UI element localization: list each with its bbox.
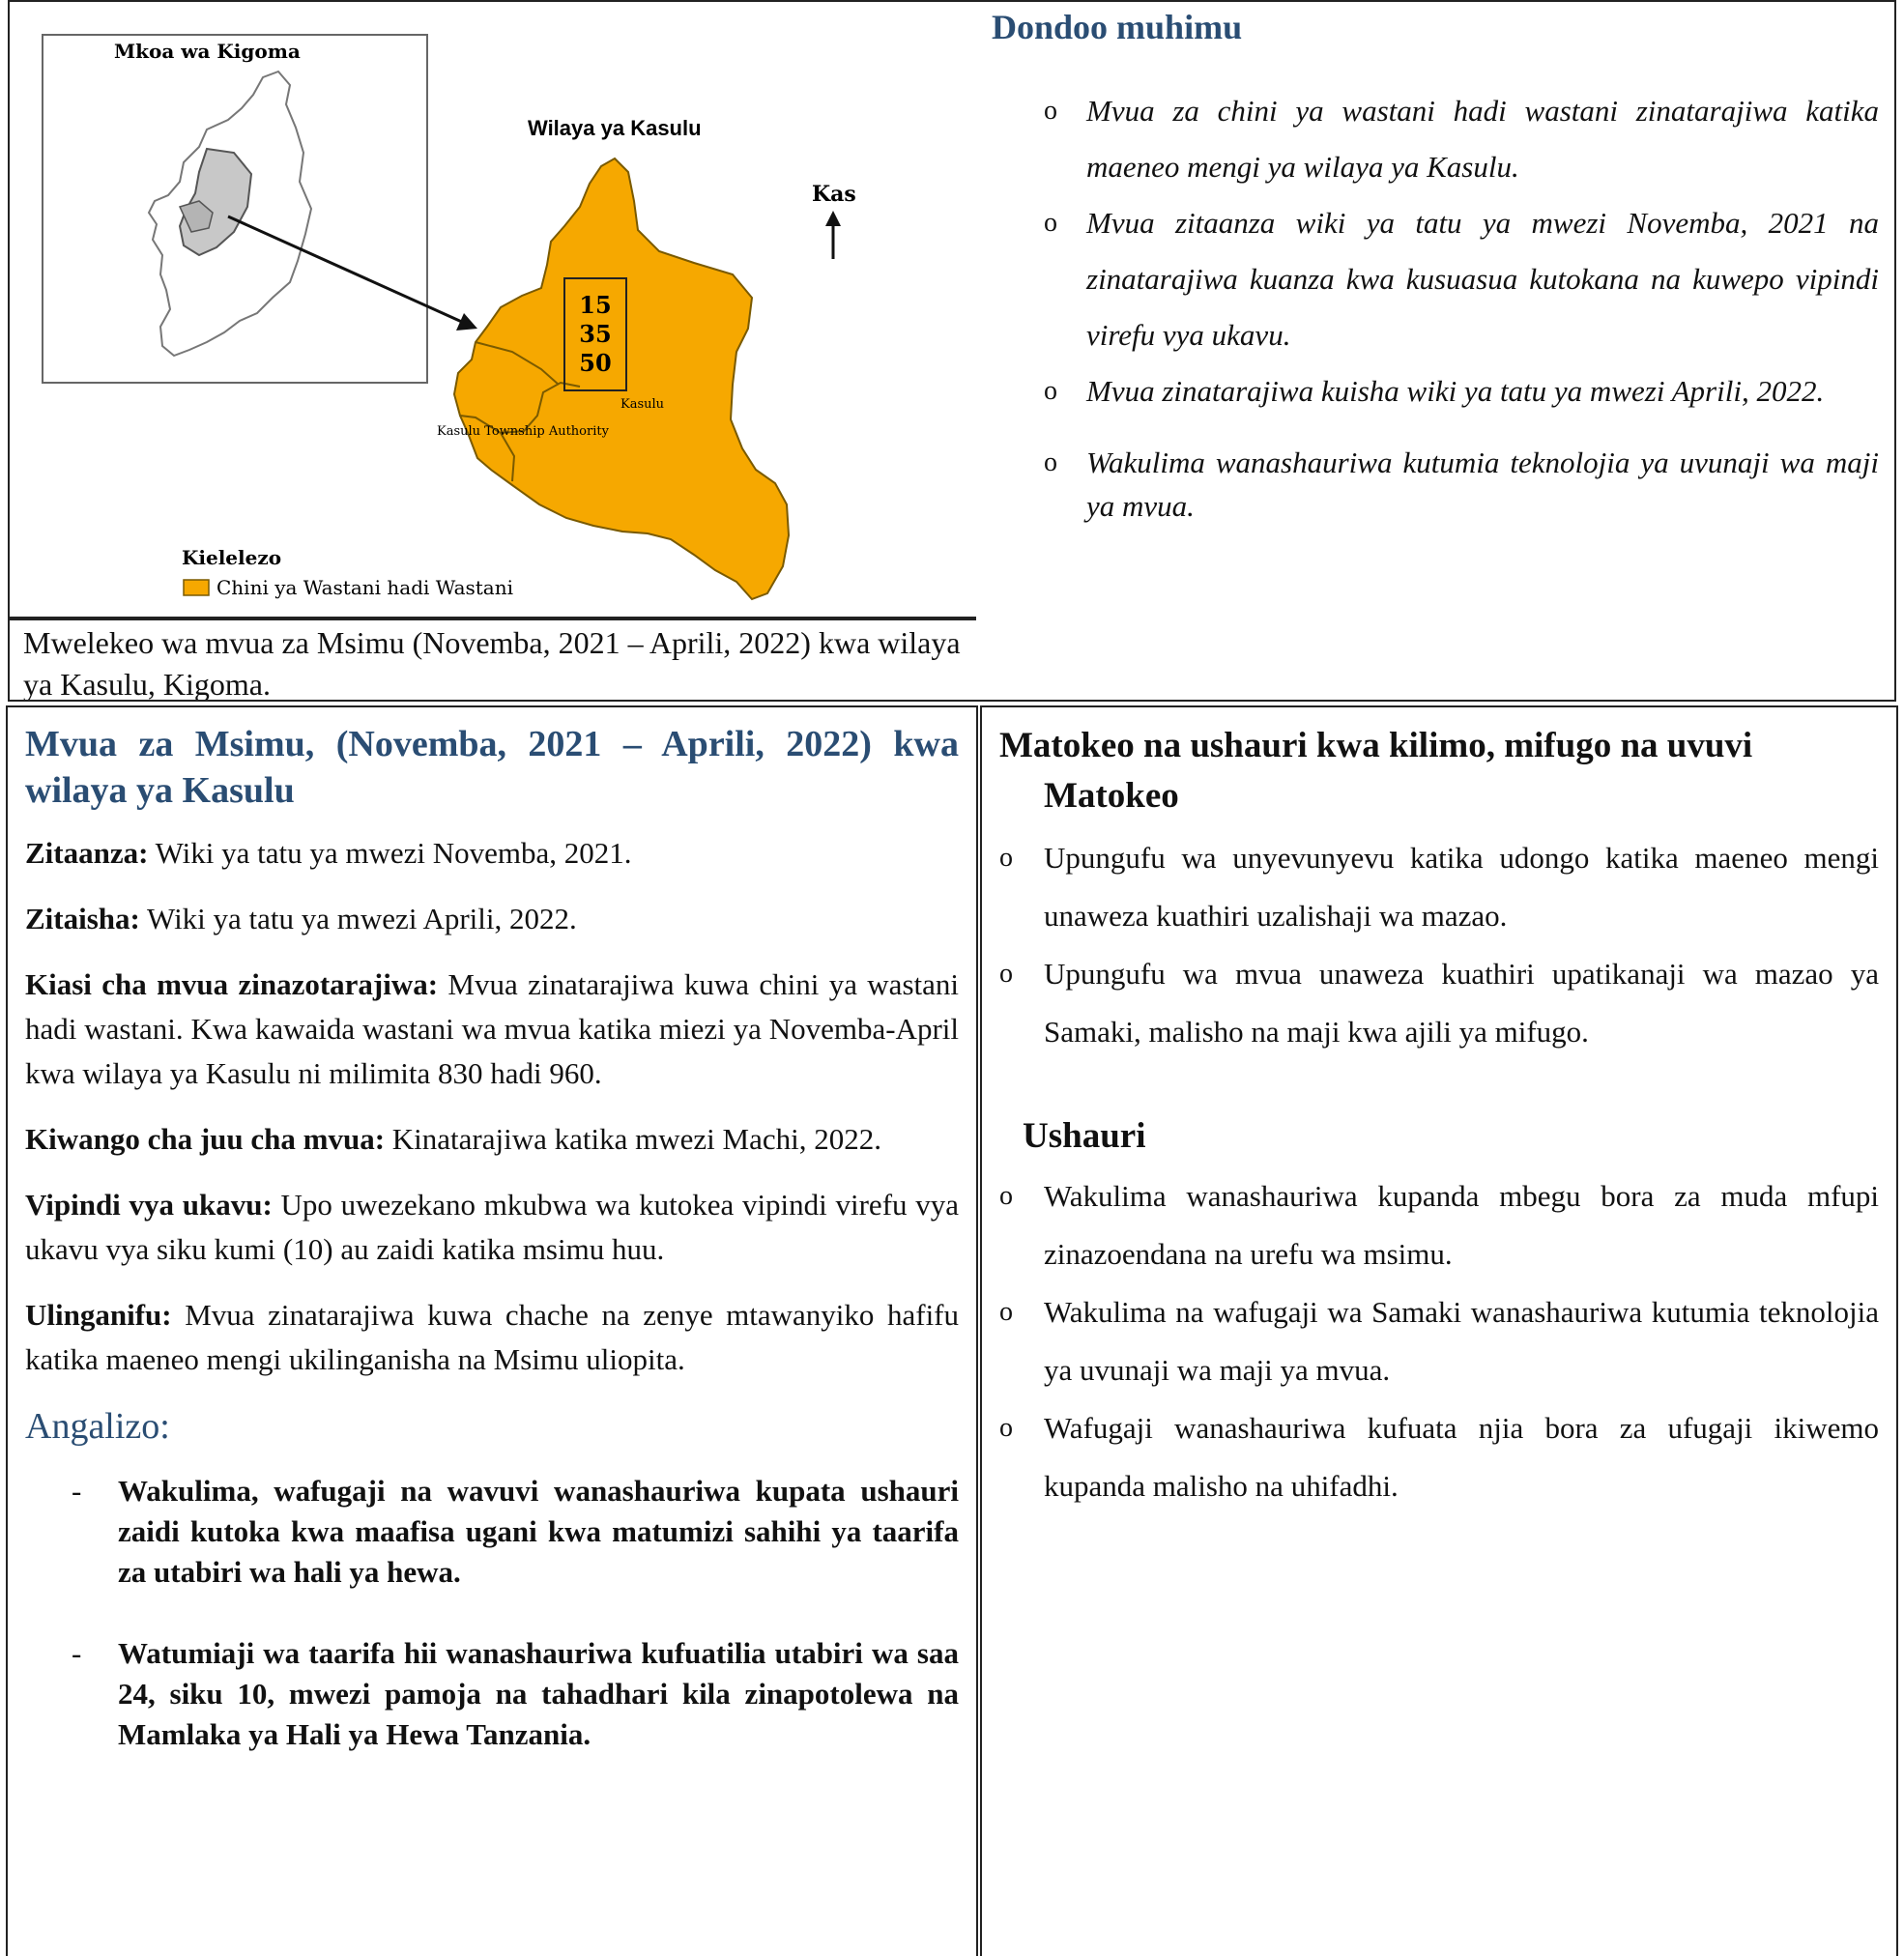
north-label: Kas — [812, 182, 856, 207]
key-point-item: o Wakulima wanashauriwa kutumia teknoloji… — [1044, 441, 1879, 528]
legend-swatch — [183, 579, 210, 596]
district-label: Wilaya ya Kasulu — [528, 116, 702, 140]
key-points-list: o Mvua za chini ya wastani hadi wastani z… — [992, 83, 1879, 528]
season-end-label: Zitaisha: — [25, 902, 140, 935]
kasulu-township-highlight — [178, 200, 214, 233]
forecast-map-panel: Mkoa wa Kigoma Wilaya ya Kasulu Kas 15 3… — [8, 0, 978, 618]
expected-rainfall-label: Kiasi cha mvua zinazotarajiwa: — [25, 967, 439, 1001]
season-details-panel: Mvua za Msimu, (Novemba, 2021 – Aprili, … — [6, 705, 978, 1956]
kasulu-forecast-area — [452, 157, 791, 601]
impacts-advice-panel: Matokeo na ushauri kwa kilimo, mifugo na… — [980, 705, 1898, 1956]
impact-text: Upungufu wa mvua unaweza kuathiri upatik… — [1044, 957, 1879, 1049]
key-point-item: o Mvua zinatarajiwa kuisha wiki ya tatu y… — [1044, 363, 1879, 419]
town-label: Kasulu — [620, 397, 664, 412]
bullet-icon: o — [999, 959, 1013, 989]
key-point-item: o Mvua za chini ya wastani hadi wastani z… — [1044, 83, 1879, 195]
impacts-title: Matokeo — [1044, 776, 1179, 816]
comparison-label: Ulinganifu: — [25, 1298, 172, 1332]
peak-rainfall-text: Kinatarajiwa katika mwezi Machi, 2022. — [385, 1122, 881, 1156]
key-point-item: o Mvua zitaanza wiki ya tatu ya mwezi Nov… — [1044, 195, 1879, 363]
dash-icon: - — [72, 1474, 82, 1508]
expected-rainfall-text: Mvua zinatarajiwa kuwa chini ya wastani … — [25, 967, 959, 1090]
notice-list: - Wakulima, wafugaji na wavuvi wanashauri… — [25, 1471, 959, 1755]
key-point-text: Mvua za chini ya wastani hadi wastani zi… — [1086, 94, 1879, 184]
notice-text: Watumiaji wa taarifa hii wanashauriwa ku… — [118, 1636, 959, 1751]
notice-item: - Wakulima, wafugaji na wavuvi wanashauri… — [72, 1471, 959, 1593]
advice-text: Wafugaji wanashauriwa kufuata njia bora … — [1044, 1411, 1879, 1503]
bullet-icon: o — [1044, 447, 1057, 477]
impacts-list: o Upungufu wa unyevunyevu katika udongo k… — [999, 829, 1879, 1061]
notice-text: Wakulima, wafugaji na wavuvi wanashauriw… — [118, 1474, 959, 1589]
peak-rainfall: Kiwango cha juu cha mvua: Kinatarajiwa k… — [25, 1117, 959, 1162]
advice-item: o Wakulima na wafugaji wa Samaki wanashau… — [999, 1283, 1879, 1399]
key-points-panel: Dondoo muhimu o Mvua za chini ya wastani … — [976, 0, 1896, 702]
peak-rainfall-label: Kiwango cha juu cha mvua: — [25, 1122, 386, 1156]
bullet-icon: o — [999, 1413, 1013, 1443]
forecast-probability-box — [563, 277, 627, 391]
expected-rainfall: Kiasi cha mvua zinazotarajiwa: Mvua zina… — [25, 963, 959, 1096]
dry-spells-text: Upo uwezekano mkubwa wa kutokea vipindi … — [25, 1188, 959, 1266]
bullet-icon: o — [999, 843, 1013, 873]
dry-spells-label: Vipindi vya ukavu: — [25, 1188, 273, 1222]
notice-title: Angalizo: — [25, 1406, 170, 1447]
advice-item: o Wafugaji wanashauriwa kufuata njia bora… — [999, 1399, 1879, 1515]
season-start: Zitaanza: Wiki ya tatu ya mwezi Novemba,… — [25, 831, 959, 876]
comparison-text: Mvua zinatarajiwa kuwa chache na zenye m… — [25, 1298, 959, 1376]
advice-title: Ushauri — [1023, 1116, 1146, 1156]
dry-spells: Vipindi vya ukavu: Upo uwezekano mkubwa … — [25, 1183, 959, 1272]
season-end: Zitaisha: Wiki ya tatu ya mwezi Aprili, … — [25, 897, 959, 941]
key-point-text: Wakulima wanashauriwa kutumia teknolojia… — [1086, 446, 1879, 523]
key-point-text: Mvua zitaanza wiki ya tatu ya mwezi Nove… — [1086, 206, 1879, 352]
probability-above: 50 — [579, 349, 611, 377]
internal-boundary — [475, 341, 560, 386]
bullet-icon: o — [1044, 376, 1057, 406]
bullet-icon: o — [1044, 208, 1057, 238]
map-caption-text: Mwelekeo wa mvua za Msimu (Novemba, 2021… — [23, 625, 961, 702]
bullet-icon: o — [999, 1181, 1013, 1211]
bullet-icon: o — [1044, 96, 1057, 126]
comparison: Ulinganifu: Mvua zinatarajiwa kuwa chach… — [25, 1293, 959, 1382]
season-start-text: Wiki ya tatu ya mwezi Novemba, 2021. — [148, 836, 632, 870]
region-label: Mkoa wa Kigoma — [114, 40, 301, 63]
advice-text: Wakulima na wafugaji wa Samaki wanashaur… — [1044, 1295, 1879, 1387]
advice-list: o Wakulima wanashauriwa kupanda mbegu bor… — [999, 1167, 1879, 1515]
season-title: Mvua za Msimu, (Novemba, 2021 – Aprili, … — [25, 724, 959, 811]
legend-title: Kielelezo — [182, 546, 281, 569]
key-points-title: Dondoo muhimu — [992, 8, 1243, 46]
legend-item: Chini ya Wastani hadi Wastani — [216, 576, 513, 599]
probability-below: 15 — [579, 291, 611, 319]
township-label: Kasulu Township Authority — [437, 424, 610, 439]
forecast-map: Mkoa wa Kigoma Wilaya ya Kasulu Kas 15 3… — [42, 34, 856, 601]
bullet-icon: o — [999, 1297, 1013, 1327]
season-end-text: Wiki ya tatu ya mwezi Aprili, 2022. — [139, 902, 577, 935]
impact-item: o Upungufu wa mvua unaweza kuathiri upati… — [999, 945, 1879, 1061]
probability-normal: 35 — [579, 320, 611, 348]
key-point-text: Mvua zinatarajiwa kuisha wiki ya tatu ya… — [1086, 374, 1825, 408]
map-caption: Mwelekeo wa mvua za Msimu (Novemba, 2021… — [8, 618, 978, 702]
advice-item: o Wakulima wanashauriwa kupanda mbegu bor… — [999, 1167, 1879, 1283]
season-start-label: Zitaanza: — [25, 836, 149, 870]
north-arrow-icon — [825, 211, 841, 226]
inset-arrow-head — [456, 313, 477, 331]
dash-icon: - — [72, 1636, 82, 1670]
impact-text: Upungufu wa unyevunyevu katika udongo ka… — [1044, 841, 1879, 933]
inset-arrow — [227, 215, 465, 325]
advice-text: Wakulima wanashauriwa kupanda mbegu bora… — [1044, 1179, 1879, 1271]
notice-item: - Watumiaji wa taarifa hii wanashauriwa k… — [72, 1633, 959, 1755]
impacts-advice-title: Matokeo na ushauri kwa kilimo, mifugo na… — [999, 726, 1753, 765]
impact-item: o Upungufu wa unyevunyevu katika udongo k… — [999, 829, 1879, 945]
